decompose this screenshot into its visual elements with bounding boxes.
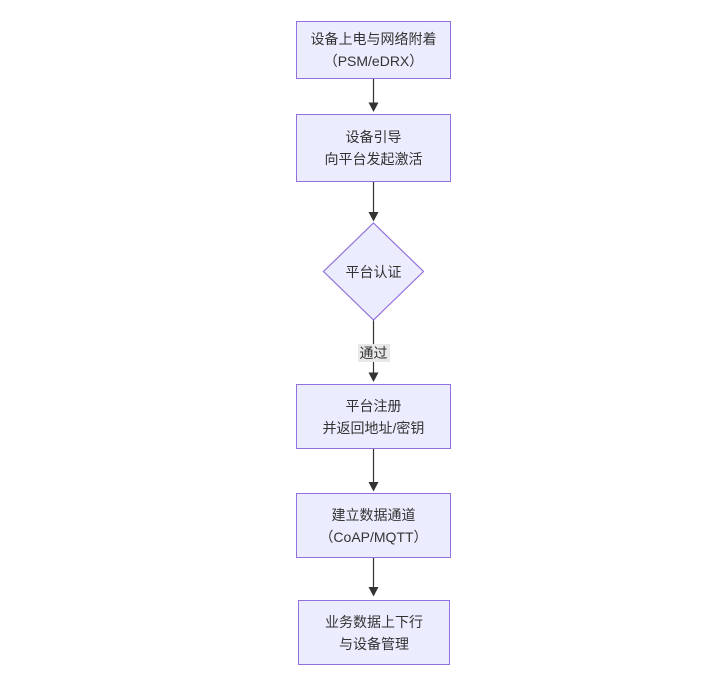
node-label-line: 平台注册 bbox=[345, 397, 402, 414]
arrowhead-icon bbox=[368, 212, 379, 222]
node-device-bootstrap: 设备引导 向平台发起激活 bbox=[296, 114, 451, 182]
node-power-network-attach: 设备上电与网络附着 （PSM/eDRX） bbox=[296, 21, 451, 79]
arrowhead-icon bbox=[368, 587, 379, 597]
node-label-line: 建立数据通道 bbox=[331, 506, 416, 523]
edge-e-f bbox=[368, 558, 379, 597]
edge-a-b bbox=[368, 79, 379, 112]
edge-d-e bbox=[368, 449, 379, 492]
arrowhead-icon bbox=[368, 482, 379, 492]
node-label-line: 平台认证 bbox=[345, 263, 402, 280]
node-data-channel: 建立数据通道 （CoAP/MQTT） bbox=[296, 493, 451, 558]
node-label-line: 设备上电与网络附着 bbox=[310, 31, 437, 47]
node-label-line: （CoAP/MQTT） bbox=[319, 528, 428, 545]
node-business-data: 业务数据上下行 与设备管理 bbox=[298, 600, 450, 665]
arrowhead-icon bbox=[368, 102, 379, 112]
node-label-line: 业务数据上下行 bbox=[325, 613, 423, 630]
node-platform-register: 平台注册 并返回地址/密钥 bbox=[296, 384, 451, 449]
node-label-line: 向平台发起激活 bbox=[324, 151, 423, 167]
edge-b-c bbox=[368, 182, 379, 222]
node-label-line: （PSM/eDRX） bbox=[323, 53, 424, 69]
node-label-line: 设备引导 bbox=[345, 129, 402, 145]
edge-label-pass: 通过 bbox=[357, 344, 390, 362]
arrowhead-icon bbox=[368, 372, 379, 382]
node-label-line: 并返回地址/密钥 bbox=[322, 419, 425, 436]
node-label-line: 与设备管理 bbox=[339, 635, 409, 652]
node-platform-auth-label: 平台认证 bbox=[323, 223, 424, 320]
